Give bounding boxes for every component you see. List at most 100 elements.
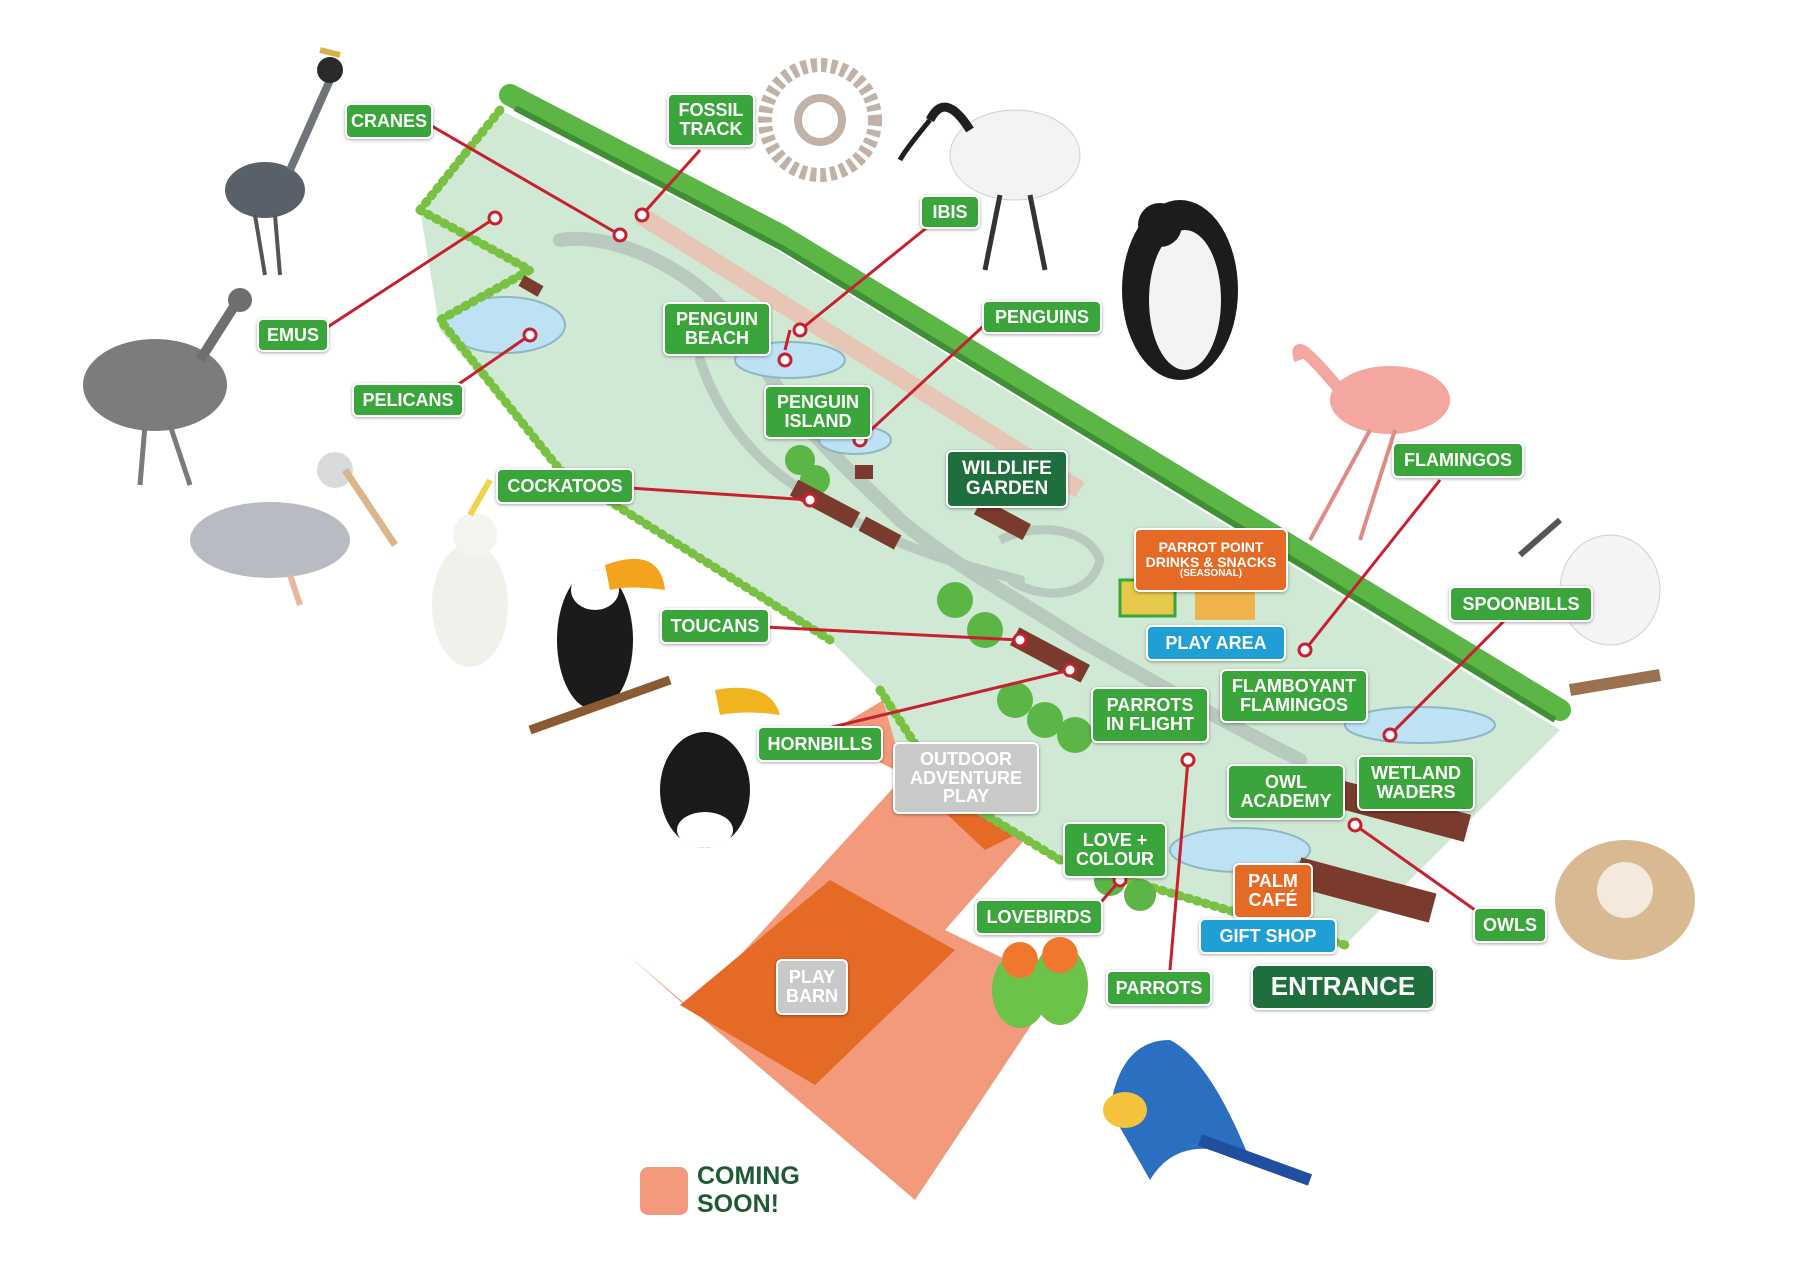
label-text: TOUCANS <box>670 615 760 636</box>
hedges <box>415 105 1350 950</box>
label-text: FLAMINGOS <box>1404 449 1512 470</box>
lovebirds-icon <box>992 937 1088 1028</box>
tree <box>1027 702 1063 738</box>
label-palm-cafe[interactable]: PALM CAFÉ <box>1233 863 1313 919</box>
label-flamingos[interactable]: FLAMINGOS <box>1392 442 1524 478</box>
label-wetland-waders[interactable]: WETLAND WADERS <box>1357 755 1475 811</box>
marker-penguin-beach[interactable] <box>777 352 793 368</box>
label-text: PLAY <box>788 967 836 988</box>
label-text: CAFÉ <box>1248 890 1298 910</box>
label-text: PARROTS <box>1106 695 1194 716</box>
connector-lines <box>322 123 1507 971</box>
label-owls[interactable]: OWLS <box>1473 907 1547 943</box>
tree <box>967 612 1003 648</box>
marker-ibis[interactable] <box>792 322 808 338</box>
label-parrots[interactable]: PARROTS <box>1106 970 1212 1006</box>
label-play-area[interactable]: PLAY AREA <box>1146 625 1286 661</box>
tree <box>937 582 973 618</box>
legend-text: COMING <box>697 1162 800 1190</box>
label-text: CRANES <box>351 110 428 131</box>
label-text: OUTDOOR <box>920 748 1012 769</box>
building <box>1293 857 1437 923</box>
marker-cockatoos[interactable] <box>802 492 818 508</box>
label-text: BEACH <box>684 328 749 348</box>
label-toucans[interactable]: TOUCANS <box>660 608 770 644</box>
label-penguin-beach[interactable]: PENGUIN BEACH <box>663 302 771 356</box>
label-love-colour[interactable]: LOVE + COLOUR <box>1063 822 1167 878</box>
tree-rows <box>499 84 1571 911</box>
label-text: PLAY AREA <box>1165 632 1267 653</box>
marker-fossil-track[interactable] <box>634 207 650 223</box>
label-penguin-island[interactable]: PENGUIN ISLAND <box>764 385 872 439</box>
label-penguins[interactable]: PENGUINS <box>982 300 1102 334</box>
marker-spoonbills[interactable] <box>1382 727 1398 743</box>
label-owl-academy[interactable]: OWL ACADEMY <box>1227 764 1345 820</box>
label-emus[interactable]: EMUS <box>257 318 329 352</box>
label-text: FLAMBOYANT <box>1231 676 1357 697</box>
connector-spoonbills <box>1388 618 1507 737</box>
label-play-barn[interactable]: PLAY BARN <box>776 959 848 1015</box>
label-hornbills[interactable]: HORNBILLS <box>757 726 883 762</box>
label-text: PLAY <box>942 786 990 807</box>
label-text: SPOONBILLS <box>1462 593 1580 614</box>
label-text: IBIS <box>932 201 968 222</box>
label-entrance[interactable]: ENTRANCE <box>1251 964 1435 1010</box>
label-wildlife-garden[interactable]: WILDLIFE GARDEN <box>946 450 1068 508</box>
label-text: PELICANS <box>362 389 454 410</box>
marker-flamingos[interactable] <box>1297 642 1313 658</box>
marker-toucans[interactable] <box>1012 632 1028 648</box>
african-penguin-icon <box>1122 200 1238 380</box>
connector-hornbills <box>819 668 1071 732</box>
label-text: EMUS <box>266 324 319 345</box>
building <box>973 498 1031 541</box>
main-path <box>553 231 1307 767</box>
label-text: IN FLIGHT <box>1106 714 1194 734</box>
marker-owls[interactable] <box>1347 817 1363 833</box>
ibis-icon <box>897 102 1081 271</box>
label-text: GARDEN <box>965 478 1049 499</box>
tree <box>1124 879 1156 911</box>
label-lovebirds[interactable]: LOVEBIRDS <box>975 899 1103 935</box>
label-text: DRINKS & SNACKS <box>1145 553 1277 570</box>
building <box>858 516 902 550</box>
emu-icon <box>83 288 252 486</box>
connector-parrots <box>1168 759 1190 971</box>
label-cranes[interactable]: CRANES <box>345 103 433 139</box>
macaw-icon <box>1103 1040 1313 1186</box>
label-parrots-in-flight[interactable]: PARROTS IN FLIGHT <box>1091 687 1209 743</box>
label-spoonbills[interactable]: SPOONBILLS <box>1449 586 1593 622</box>
label-text: LOVE + <box>1082 830 1148 851</box>
label-text: COLOUR <box>1076 849 1154 869</box>
label-gift-shop[interactable]: GIFT SHOP <box>1199 918 1337 954</box>
playground <box>1195 590 1255 620</box>
marker-hornbills[interactable] <box>1062 662 1078 678</box>
hedge-west <box>415 205 835 645</box>
label-fossil-track[interactable]: FOSSIL TRACK <box>667 93 755 147</box>
label-parrot-point[interactable]: PARROT POINT DRINKS & SNACKS (SEASONAL) <box>1134 528 1288 592</box>
building <box>855 465 873 479</box>
connector-dots <box>487 207 1398 888</box>
connector-penguin-beach <box>783 329 792 351</box>
connector-toucans <box>764 625 1021 642</box>
barn-owl-icon <box>1555 840 1695 960</box>
connector-fossil-track <box>640 149 702 216</box>
ammonite-core <box>794 94 846 146</box>
building <box>518 275 544 297</box>
marker-pelicans[interactable] <box>522 327 538 343</box>
marker-parrots[interactable] <box>1180 752 1196 768</box>
label-flamboyant-flamingos[interactable]: FLAMBOYANT FLAMINGOS <box>1220 669 1368 723</box>
label-text: PARROTS <box>1115 977 1203 998</box>
marker-emus[interactable] <box>487 210 503 226</box>
label-outdoor-adventure-play[interactable]: OUTDOOR ADVENTURE PLAY <box>893 742 1039 814</box>
label-ibis[interactable]: IBIS <box>920 195 980 229</box>
marker-cranes[interactable] <box>612 227 628 243</box>
label-cockatoos[interactable]: COCKATOOS <box>496 468 634 504</box>
connector-cockatoos <box>629 486 811 502</box>
connector-cranes <box>429 123 621 237</box>
connector-owls <box>1354 823 1476 912</box>
label-text: ADVENTURE <box>909 767 1022 788</box>
hedge-south <box>875 685 1350 950</box>
hornbill-icon <box>660 687 780 848</box>
label-pelicans[interactable]: PELICANS <box>352 383 464 417</box>
